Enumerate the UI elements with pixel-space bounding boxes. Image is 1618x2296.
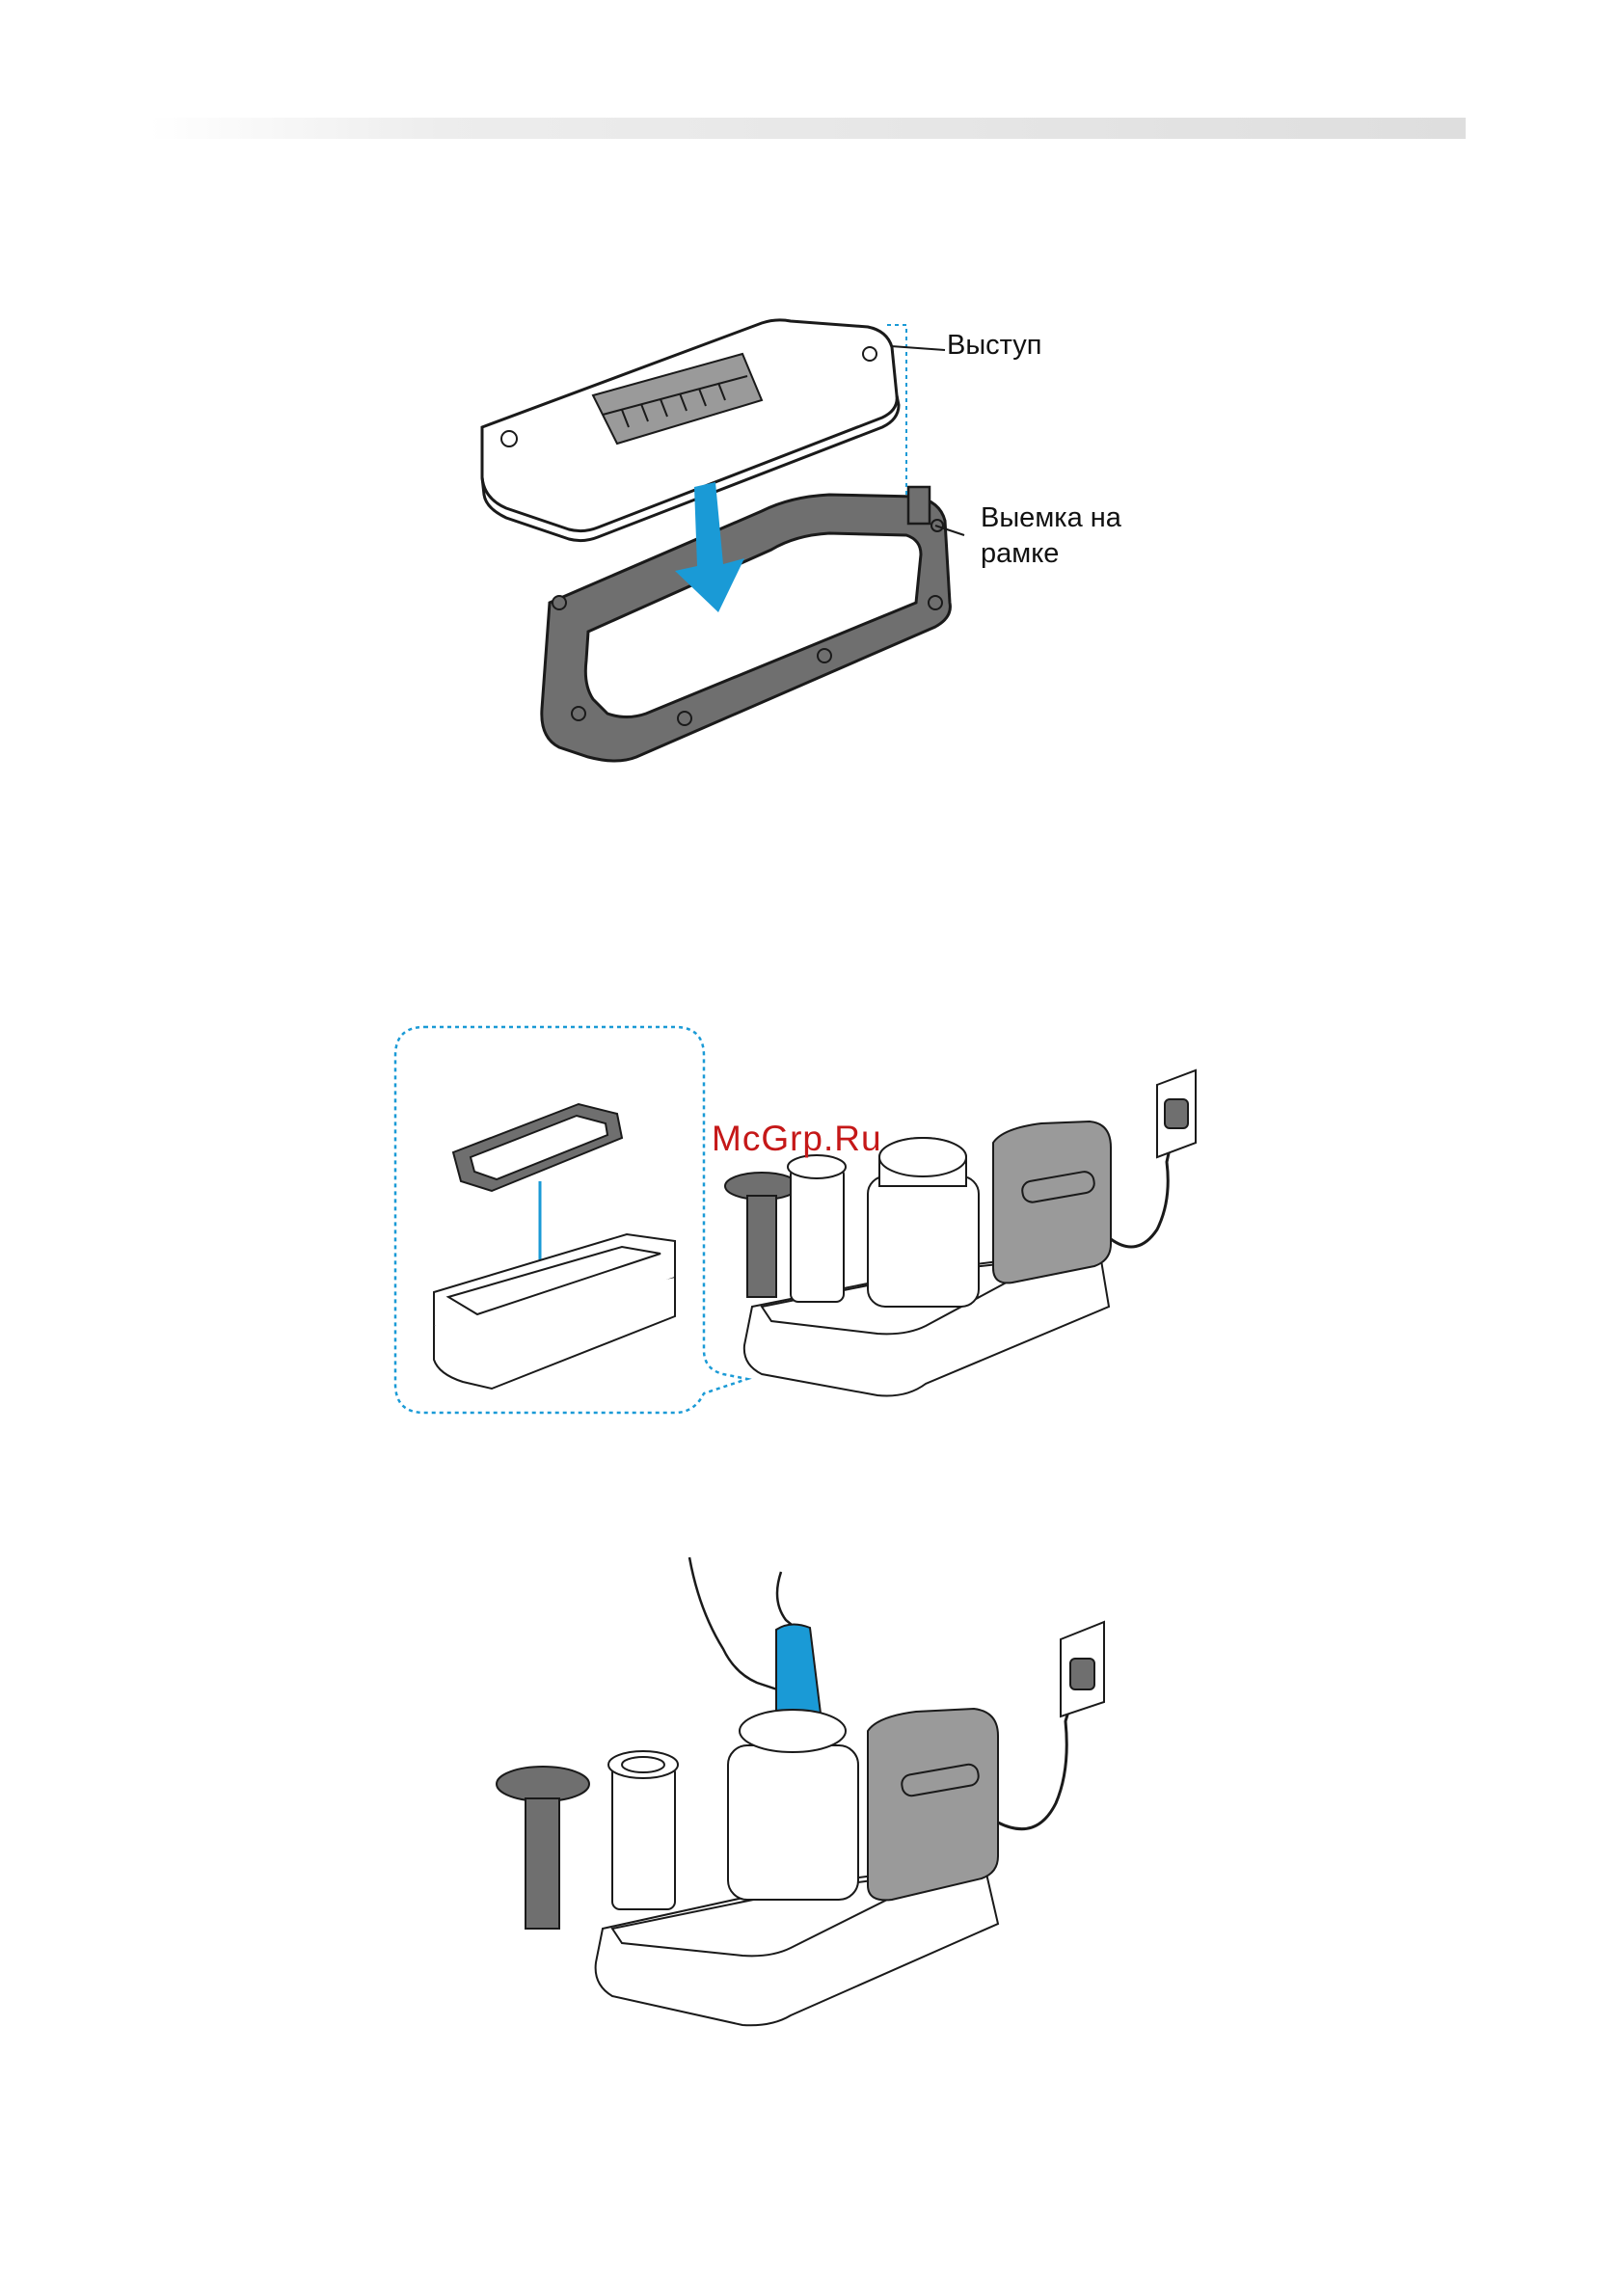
feed-tube	[608, 1751, 678, 1909]
tray	[434, 1234, 675, 1389]
wall-socket-icon	[1157, 1070, 1196, 1157]
figure-tray-assembly	[386, 1017, 1215, 1442]
jar	[728, 1710, 858, 1900]
header-bar	[149, 118, 1466, 139]
figure-operation	[482, 1553, 1176, 2054]
pusher	[725, 1173, 798, 1297]
jar	[868, 1138, 979, 1307]
callout-protrusion: Выступ	[947, 328, 1042, 364]
frame-notch-tab	[908, 487, 930, 524]
wall-socket-icon	[1061, 1622, 1104, 1716]
pusher	[497, 1767, 589, 1929]
callout-frame-notch: Выемка на рамке	[981, 500, 1164, 572]
motor-housing	[868, 1709, 998, 1900]
feed-tube	[788, 1155, 846, 1302]
watermark: McGrp.Ru	[712, 1119, 882, 1159]
motor-housing	[993, 1121, 1111, 1283]
small-frame	[453, 1104, 622, 1191]
